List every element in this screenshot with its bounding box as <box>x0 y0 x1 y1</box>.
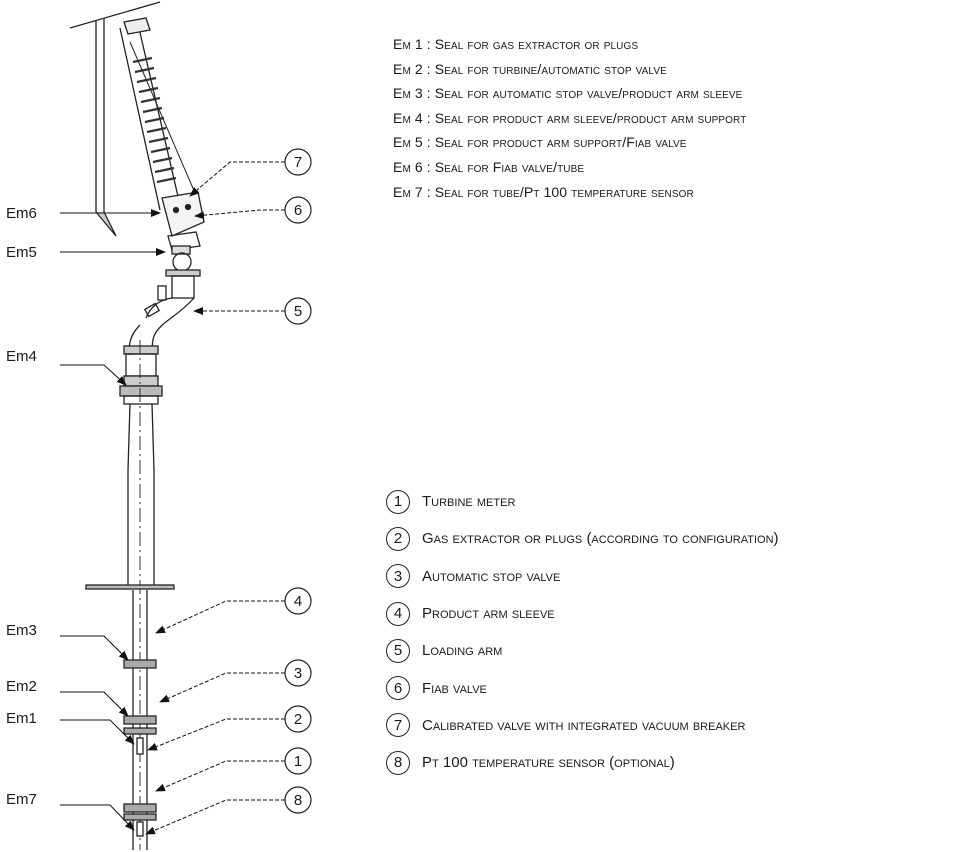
item-legend-entry: 5 Loading arm <box>386 632 779 669</box>
seal-legend-item: Em 6 : Seal for Fiab valve/tube <box>393 158 585 175</box>
seal-code: Em 1 <box>393 36 423 52</box>
seal-code: Em 7 <box>393 183 423 200</box>
callout-2: 2 <box>294 711 302 728</box>
item-legend-entry: 2 Gas extractor or plugs (according to co… <box>386 520 779 557</box>
item-number-badge: 3 <box>386 564 410 589</box>
item-label: Gas extractor or plugs (according to con… <box>422 530 779 548</box>
item-number-badge: 6 <box>386 676 410 701</box>
callout-1: 1 <box>294 753 302 770</box>
em1-label: Em1 <box>6 710 37 727</box>
seal-code: Em 5 <box>393 134 423 151</box>
seal-code: Em 3 <box>393 85 423 102</box>
equipment-outline <box>69 1 205 850</box>
callout-6: 6 <box>294 202 302 219</box>
em2-label: Em2 <box>6 678 37 695</box>
callout-8: 8 <box>294 792 302 809</box>
callout-5: 5 <box>294 303 302 320</box>
callout-7: 7 <box>294 154 302 171</box>
item-label: Fiab valve <box>422 679 487 697</box>
item-legend-entry: 8 Pt 100 temperature sensor (optional) <box>386 744 779 781</box>
callout-3: 3 <box>294 665 302 682</box>
item-legend-entry: 7 Calibrated valve with integrated vacuum… <box>386 707 779 744</box>
item-legend-entry: 3 Automatic stop valve <box>386 558 779 595</box>
coil-spring <box>132 56 177 184</box>
item-number-badge: 1 <box>386 489 410 514</box>
seal-legend-item: Em 4 : Seal for product arm sleeve/produ… <box>393 109 747 126</box>
item-callouts: 7 6 5 4 3 2 1 8 <box>284 148 312 814</box>
item-legend-entry: 1 Turbine meter <box>386 483 779 520</box>
item-label: Calibrated valve with integrated vacuum … <box>422 716 746 734</box>
seal-code: Em 2 <box>393 60 423 77</box>
seal-code: Em 4 <box>393 109 423 126</box>
seal-labels: Em6 Em5 Em4 Em3 Em2 Em1 Em7 <box>6 205 37 808</box>
seal-description: Seal for tube/Pt 100 temperature sensor <box>434 183 694 200</box>
item-label: Automatic stop valve <box>422 567 561 585</box>
seal-legend-item: Em 3 : Seal for automatic stop valve/pro… <box>393 85 743 102</box>
em4-label: Em4 <box>6 348 37 365</box>
item-number-badge: 5 <box>386 638 410 663</box>
seal-description: Seal for turbine/automatic stop valve <box>434 60 667 77</box>
item-number-badge: 8 <box>386 750 410 775</box>
seal-description: Seal for gas extractor or plugs <box>434 36 639 52</box>
item-label: Product arm sleeve <box>422 605 555 623</box>
seal-leaders <box>60 209 166 831</box>
item-number-badge: 7 <box>386 713 410 738</box>
item-legend-entry: 4 Product arm sleeve <box>386 595 779 632</box>
seal-legend-item: Em 7 : Seal for tube/Pt 100 temperature … <box>393 183 694 200</box>
seal-legend-item: Em 5 : Seal for product arm support/Fiab… <box>393 134 687 151</box>
seal-description: Seal for Fiab valve/tube <box>434 158 585 175</box>
item-label: Loading arm <box>422 642 503 660</box>
item-label: Turbine meter <box>422 493 516 511</box>
seal-description: Seal for automatic stop valve/product ar… <box>434 85 743 102</box>
seal-description: Seal for product arm sleeve/product arm … <box>434 109 747 126</box>
em7-label: Em7 <box>6 791 37 808</box>
item-number-badge: 2 <box>386 526 410 551</box>
callout-4: 4 <box>294 593 302 610</box>
item-legend-entry: 6 Fiab valve <box>386 669 779 706</box>
seal-code: Em 6 <box>393 158 423 175</box>
em6-label: Em6 <box>6 205 37 222</box>
item-number-badge: 4 <box>386 601 410 626</box>
em3-label: Em3 <box>6 622 37 639</box>
seal-legend-item: Em 2 : Seal for turbine/automatic stop v… <box>393 60 667 77</box>
item-label: Pt 100 temperature sensor (optional) <box>422 754 675 772</box>
seal-legend: Em 1 : Seal for gas extractor or plugs E… <box>393 36 746 208</box>
item-leaders <box>145 161 285 835</box>
seal-legend-item: Em 1 : Seal for gas extractor or plugs <box>393 36 639 52</box>
item-legend: 1 Turbine meter 2 Gas extractor or plugs (… <box>386 483 779 781</box>
seal-description: Seal for product arm support/Fiab valve <box>434 134 687 151</box>
em5-label: Em5 <box>6 244 37 261</box>
